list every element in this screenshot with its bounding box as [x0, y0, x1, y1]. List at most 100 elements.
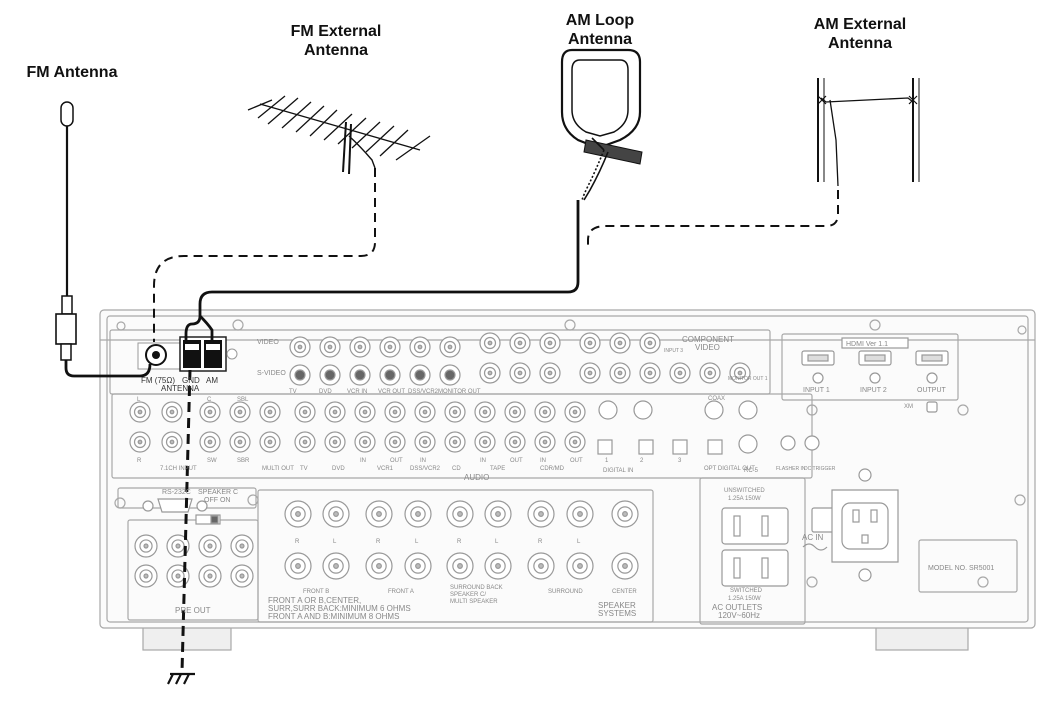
- audio-section-label: DVD: [332, 466, 345, 472]
- video-jack-label: VCR OUT: [378, 389, 405, 395]
- fm-external-antenna-icon: [247, 95, 431, 175]
- video-jack-pin: [417, 344, 423, 350]
- audio-bottom-label: R: [137, 458, 142, 464]
- speaker-note-1: FRONT A OR B,CENTER,: [268, 596, 361, 605]
- component-video-title-2: VIDEO: [695, 343, 720, 352]
- audio-jack-pin: [482, 409, 488, 415]
- audio-jack-pin: [392, 409, 398, 415]
- speaker-post-pin: [457, 563, 463, 569]
- pre-out-jack-pin: [175, 573, 181, 579]
- component-jack-pin: [677, 370, 683, 376]
- component-jack-pin: [737, 370, 743, 376]
- audio-jack-pin: [422, 409, 428, 415]
- component-jack-pin: [487, 340, 493, 346]
- audio-jack-pin: [362, 409, 368, 415]
- audio-jack-pin: [207, 439, 213, 445]
- video-jack-label: VCR IN: [347, 389, 367, 395]
- audio-inout-label: IN: [360, 458, 366, 464]
- audio-jack-pin: [267, 439, 273, 445]
- audio-section-label: DSS/VCR2: [410, 466, 441, 472]
- rs232c-label: RS-232C: [162, 489, 191, 496]
- audio-bottom-label: SBR: [237, 458, 250, 464]
- video-jack-pin: [447, 344, 453, 350]
- speaker-post-pin: [457, 511, 463, 517]
- speaker-post-pin: [295, 511, 301, 517]
- component-jack-pin: [587, 340, 593, 346]
- dc-trigger-label: DC TRIGGER: [804, 466, 836, 472]
- monitor-out-label: MONITOR OUT 1: [728, 376, 768, 382]
- speaker-post-pin: [415, 563, 421, 569]
- video-jack-pin: [387, 344, 393, 350]
- video-jack-pin: [327, 344, 333, 350]
- s-video-jack-core: [444, 369, 456, 381]
- speaker-rl-label: L: [333, 539, 337, 545]
- video-jack-label: MONITOR OUT: [438, 389, 481, 395]
- rc5-label: RC-5: [744, 468, 759, 474]
- speaker-post-pin: [538, 563, 544, 569]
- panel-jack-labels: TV DVD VCR IN VCR OUT DSS/VCR2 MONITOR OUT L C S…: [137, 389, 755, 605]
- audio-jack-pin: [362, 439, 368, 445]
- switched-label: SWITCHED: [730, 588, 763, 594]
- coax-label: COAX: [708, 396, 725, 402]
- component-jack-pin: [617, 370, 623, 376]
- audio-jack-pin: [332, 409, 338, 415]
- component-jack-pin: [487, 370, 493, 376]
- audio-top-label: C: [207, 397, 212, 403]
- speaker-note-2: SURR,SURR BACK:MINIMUM 6 OHMS: [268, 604, 411, 613]
- audio-jack-pin: [452, 409, 458, 415]
- pre-out-jack-pin: [239, 543, 245, 549]
- speaker-binding-posts: [284, 500, 639, 580]
- audio-jack-pin: [482, 439, 488, 445]
- component-jack-pin: [647, 370, 653, 376]
- video-jack-label: DVD: [319, 389, 332, 395]
- audio-jack-pin: [542, 409, 548, 415]
- component-jack-pin: [647, 340, 653, 346]
- rs232c-port: [142, 498, 221, 525]
- pre-out-jack-pin: [143, 573, 149, 579]
- component-video-title: COMPONENT: [682, 335, 734, 344]
- speaker-rl-label: L: [495, 539, 499, 545]
- hdmi-input-1: INPUT 1: [803, 387, 830, 394]
- speaker-post-pin: [495, 563, 501, 569]
- audio-jack-pin: [572, 439, 578, 445]
- opt-digital-out-label: OPT DIGITAL OUT: [704, 466, 755, 472]
- speaker-group-label: FRONT B: [303, 589, 329, 595]
- input3-label: INPUT 3: [664, 348, 683, 354]
- digital-number-label: 2: [640, 458, 644, 464]
- pre-out-jack-pin: [207, 573, 213, 579]
- fm-antenna-icon: [55, 101, 77, 361]
- audio-jack-pin: [422, 439, 428, 445]
- speaker-post-pin: [333, 563, 339, 569]
- component-jack-pin: [587, 370, 593, 376]
- s-video-jack-core: [384, 369, 396, 381]
- audio-jacks: [129, 401, 586, 453]
- digital-number-label: 3: [678, 458, 682, 464]
- fm-terminal-label: FM (75Ω): [141, 376, 175, 385]
- pre-out-jack-pin: [175, 543, 181, 549]
- antenna-group-label: ANTENNA: [161, 384, 200, 393]
- speaker-post-pin: [577, 563, 583, 569]
- speaker-rl-label: R: [457, 539, 462, 545]
- switched-rating: 1.25A 150W: [728, 596, 761, 602]
- audio-inout-label: OUT: [510, 458, 523, 464]
- audio-jack-pin: [332, 439, 338, 445]
- audio-section-label: CDR/MD: [540, 466, 565, 472]
- audio-section-label: TV: [300, 466, 308, 472]
- video-jack-label: TV: [289, 389, 297, 395]
- s-video-jack-core: [294, 369, 306, 381]
- component-jack-pin: [517, 370, 523, 376]
- speaker-group-label: FRONT A: [388, 589, 414, 595]
- audio-inout-label: IN: [540, 458, 546, 464]
- fm-antenna-label: FM Antenna: [26, 64, 118, 81]
- speaker-rl-label: L: [415, 539, 419, 545]
- component-jack-pin: [617, 340, 623, 346]
- speaker-post-pin: [622, 563, 628, 569]
- audio-inout-label: OUT: [390, 458, 403, 464]
- audio-bottom-label: SW: [207, 458, 217, 464]
- audio-top-label: SBL: [237, 397, 249, 403]
- speaker-post-pin: [538, 511, 544, 517]
